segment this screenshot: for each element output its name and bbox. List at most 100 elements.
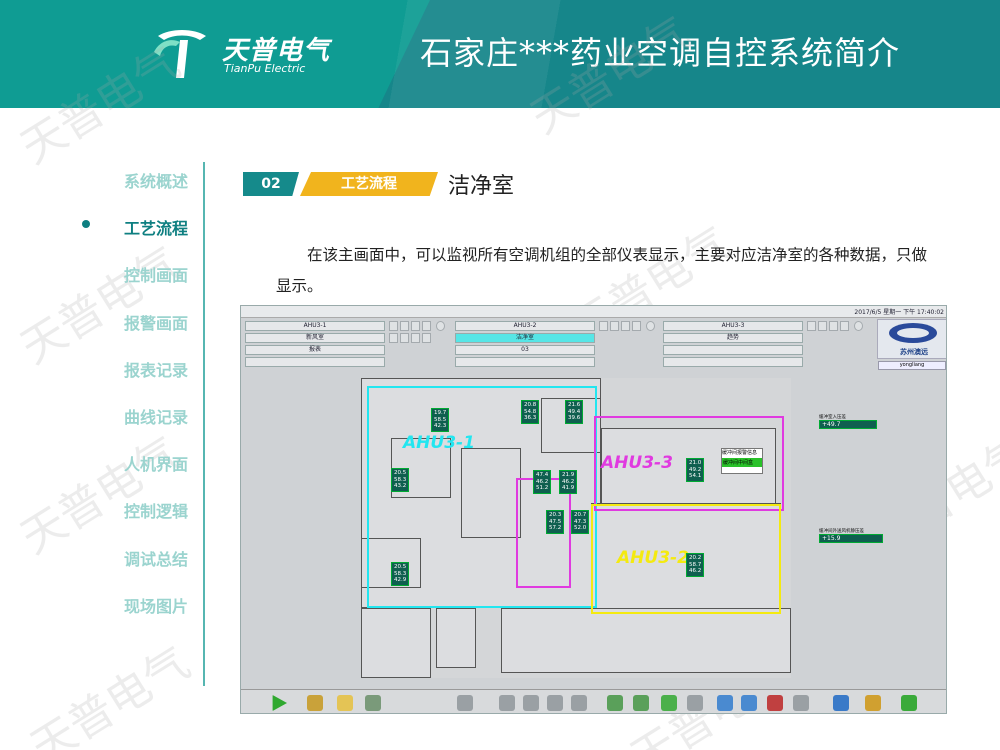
logo-subtext: TianPu Electric xyxy=(224,62,306,75)
nav-ahu3-1[interactable]: AHU3-1 xyxy=(245,321,385,331)
refresh-icon[interactable] xyxy=(607,695,623,711)
nav-right-icon[interactable] xyxy=(571,695,587,711)
status-dot xyxy=(646,321,655,331)
active-bullet xyxy=(82,220,90,228)
status-square xyxy=(411,321,420,331)
watermark: 天普电气 xyxy=(12,237,189,375)
scada-screenshot: 2017/6/5 星期一 下午 17:40:02 AHU3-1 AHU3-2 A… xyxy=(240,305,947,714)
user-field[interactable]: yongliang xyxy=(878,361,946,370)
section-tag: 工艺流程 xyxy=(300,172,438,196)
back-icon[interactable] xyxy=(457,695,473,711)
nav-up-icon[interactable] xyxy=(523,695,539,711)
nav-blank[interactable] xyxy=(455,357,595,367)
zone-label-ahu3-2: AHU3-2 xyxy=(617,548,689,568)
status-square xyxy=(807,321,816,331)
zone-ahu3-2 xyxy=(591,504,781,614)
forward-icon[interactable] xyxy=(661,695,677,711)
nav-down-icon[interactable] xyxy=(547,695,563,711)
section-title: 洁净室 xyxy=(448,174,515,199)
room xyxy=(436,608,476,668)
sidebar-item-process[interactable]: 工艺流程 xyxy=(123,219,188,238)
watermark: 天普电气 xyxy=(22,637,199,750)
zone-label-ahu3-1: AHU3-1 xyxy=(403,433,475,453)
room xyxy=(501,608,791,673)
sidebar-item-hmi[interactable]: 人机界面 xyxy=(123,455,188,474)
play-icon[interactable] xyxy=(272,695,287,711)
room xyxy=(361,608,431,678)
sidebar-item-alarm-screen[interactable]: 报警画面 xyxy=(123,314,188,333)
scada-title-bar: 2017/6/5 星期一 下午 17:40:02 xyxy=(241,306,946,318)
nav-trend[interactable]: 趋势 xyxy=(663,333,803,343)
status-square xyxy=(422,333,431,343)
nav-03[interactable]: 03 xyxy=(455,345,595,355)
status-square xyxy=(610,321,619,331)
section-number: 02 xyxy=(243,172,299,196)
nav-ahu3-2[interactable]: AHU3-2 xyxy=(455,321,595,331)
zone-label-ahu3-3: AHU3-3 xyxy=(601,453,673,473)
brand-logo: 苏州澳远 xyxy=(877,319,946,359)
sidebar-item-curve[interactable]: 曲线记录 xyxy=(123,408,188,427)
status-square xyxy=(389,333,398,343)
status-square xyxy=(632,321,641,331)
sync-icon[interactable] xyxy=(633,695,649,711)
nav-ahu3-3[interactable]: AHU3-3 xyxy=(663,321,803,331)
status-square xyxy=(621,321,630,331)
nav-fresh-air-room[interactable]: 新风室 xyxy=(245,333,385,343)
status-square xyxy=(389,321,398,331)
status-dot xyxy=(436,321,445,331)
save-icon[interactable] xyxy=(717,695,733,711)
brand-name: 苏州澳远 xyxy=(900,348,928,356)
pressure-indicator-2: 缓冲间外送风机静压差 +15.9 xyxy=(819,528,883,543)
page-title: 石家庄***药业空调自控系统简介 xyxy=(420,34,901,72)
status-square xyxy=(400,333,409,343)
sidebar-item-report[interactable]: 报表记录 xyxy=(123,361,188,380)
zone-ahu3-1 xyxy=(367,386,597,608)
sidebar-item-commissioning[interactable]: 调试总结 xyxy=(123,550,188,569)
logo-text: 天普电气 xyxy=(222,36,331,66)
speaker-icon[interactable] xyxy=(865,695,881,711)
export-icon[interactable] xyxy=(793,695,809,711)
status-square xyxy=(840,321,849,331)
folder-icon[interactable] xyxy=(337,695,353,711)
nav-blank[interactable] xyxy=(663,357,803,367)
header-stripe xyxy=(0,0,1000,108)
sidebar-item-photos[interactable]: 现场图片 xyxy=(123,597,188,616)
help-icon[interactable] xyxy=(833,695,849,711)
print-icon[interactable] xyxy=(741,695,757,711)
status-square xyxy=(422,321,431,331)
nav-report[interactable]: 报表 xyxy=(245,345,385,355)
acknowledge-icon[interactable] xyxy=(901,695,917,711)
zone-ahu3-3 xyxy=(594,416,784,511)
logo-icon xyxy=(154,30,206,78)
sidebar-item-logic[interactable]: 控制逻辑 xyxy=(123,502,188,521)
delete-icon[interactable] xyxy=(767,695,783,711)
nav-blank[interactable] xyxy=(245,357,385,367)
document-icon[interactable] xyxy=(365,695,381,711)
sidebar-item-control-screen[interactable]: 控制画面 xyxy=(123,266,188,285)
scada-toolbar xyxy=(241,689,946,713)
nav-clean-room[interactable]: 洁净室 xyxy=(455,333,595,343)
tools-icon[interactable] xyxy=(307,695,323,711)
sidebar-item-overview[interactable]: 系统概述 xyxy=(123,172,188,191)
status-dot xyxy=(854,321,863,331)
status-square xyxy=(599,321,608,331)
next-icon[interactable] xyxy=(687,695,703,711)
pressure-indicator-1: 缓冲室入压差 +49.7 xyxy=(819,414,877,429)
alarm-box[interactable]: 缓冲间报警信息 缓冲间中间盒 xyxy=(721,448,763,474)
room xyxy=(461,448,521,538)
nav-left-icon[interactable] xyxy=(499,695,515,711)
nav-blank[interactable] xyxy=(663,345,803,355)
status-square xyxy=(400,321,409,331)
scada-datetime: 2017/6/5 星期一 下午 17:40:02 xyxy=(854,309,944,316)
brand-emblem-icon xyxy=(889,323,937,343)
